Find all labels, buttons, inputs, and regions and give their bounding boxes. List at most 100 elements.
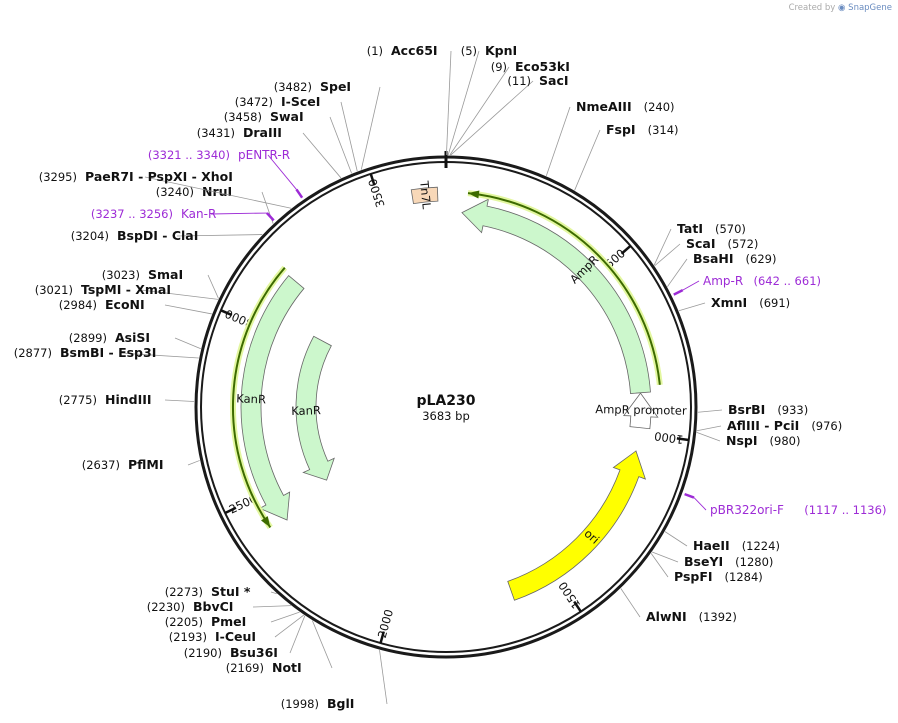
site-name: PspFI bbox=[674, 569, 713, 584]
site-leader bbox=[312, 620, 333, 669]
site-name-part: - XmaI bbox=[121, 282, 171, 297]
site-position: (2637) bbox=[82, 458, 120, 472]
site-name-part: BbvCI bbox=[193, 599, 233, 614]
site-leader bbox=[360, 86, 381, 170]
plasmid-backbone bbox=[194, 151, 698, 659]
site-name: PmeI bbox=[211, 614, 246, 629]
site-name-part: - PciI bbox=[760, 418, 799, 433]
site-name-part: HindIII bbox=[105, 392, 152, 407]
site-name-part: NspI bbox=[726, 433, 758, 448]
site-leader bbox=[653, 228, 672, 266]
site-leader bbox=[379, 650, 388, 705]
site-leader bbox=[164, 304, 212, 315]
feature-label: AmpR promoter bbox=[595, 402, 687, 418]
restriction-site-scai: ScaI(572) bbox=[654, 236, 758, 267]
site-leader bbox=[574, 129, 601, 191]
feature-label: KanR bbox=[236, 391, 266, 406]
primer-name: pENTR-R bbox=[238, 148, 290, 162]
site-name: Acc65I bbox=[391, 43, 438, 58]
restriction-site-noti: NotI(2169) bbox=[226, 620, 333, 675]
primer-mark bbox=[295, 188, 304, 199]
restriction-site-nmeaiii: NmeAIII(240) bbox=[545, 99, 675, 176]
restriction-site-bsu36i: Bsu36I(2190) bbox=[184, 615, 306, 660]
site-leader bbox=[696, 432, 721, 442]
site-name-part: DraIII bbox=[243, 125, 282, 140]
site-name: TatI bbox=[677, 221, 703, 236]
site-leader bbox=[678, 302, 706, 312]
site-leader bbox=[119, 352, 199, 359]
site-name: NmeAIII bbox=[576, 99, 632, 114]
site-name-part: BspDI bbox=[117, 228, 158, 243]
site-position: (11) bbox=[507, 74, 531, 88]
site-position: (2205) bbox=[165, 615, 203, 629]
restriction-site-bseyi: BseYI(1280) bbox=[651, 551, 773, 569]
site-name: BsrBI bbox=[728, 402, 765, 417]
primer-mark bbox=[673, 289, 684, 296]
site-position: (976) bbox=[811, 419, 842, 433]
restriction-site-pflmi: PflMI(2637) bbox=[82, 457, 200, 472]
site-name-part: NruI bbox=[202, 184, 232, 199]
site-name-part: Eco53kI bbox=[515, 59, 570, 74]
site-leader bbox=[207, 274, 219, 299]
site-name: BbvCI bbox=[193, 599, 233, 614]
restriction-sites: Acc65I(1)KpnI(5)Eco53kI(9)SacI(11)NmeAII… bbox=[14, 43, 843, 711]
primer-sites: pENTR-R(3321 .. 3340) Kan-R(3237 .. 3256)… bbox=[91, 148, 887, 517]
site-name-part: AflIII bbox=[727, 418, 760, 433]
feature-label: Tn7L bbox=[417, 179, 434, 210]
primer-mark bbox=[265, 212, 275, 222]
site-leader bbox=[651, 551, 679, 563]
tick-label: 3500 bbox=[365, 177, 387, 209]
site-name-part: - XhoI bbox=[187, 169, 233, 184]
restriction-site-bbvci: BbvCI(2230) bbox=[147, 599, 291, 614]
tick-label: 2000 bbox=[375, 608, 396, 640]
site-position: (1) bbox=[367, 44, 383, 58]
restriction-site-hindiii: HindIII(2775) bbox=[59, 392, 195, 407]
site-name: DraIII bbox=[243, 125, 282, 140]
site-name: Eco53kI bbox=[515, 59, 570, 74]
primer-leader bbox=[682, 280, 700, 291]
primer-leader bbox=[210, 212, 267, 215]
site-name-part: - ClaI bbox=[158, 228, 198, 243]
site-leader bbox=[654, 243, 681, 267]
site-position: (2899) bbox=[69, 331, 107, 345]
primer-range: (642 .. 661) bbox=[754, 274, 822, 288]
site-name: SwaI bbox=[270, 109, 304, 124]
restriction-site-tspmi: TspMI - XmaI(3021) bbox=[35, 282, 219, 300]
site-leader bbox=[270, 591, 277, 595]
site-leader bbox=[176, 234, 263, 237]
credit-brand: SnapGene bbox=[848, 3, 892, 13]
tick-label: 1500 bbox=[555, 579, 583, 611]
site-name-part: KpnI bbox=[485, 43, 517, 58]
site-name-part: HaeII bbox=[693, 538, 730, 553]
site-leader bbox=[446, 50, 452, 156]
primer-amp-r: Amp-R(642 .. 661) bbox=[673, 274, 822, 296]
site-name-part: BsmBI bbox=[60, 345, 104, 360]
site-position: (980) bbox=[770, 434, 801, 448]
primer-range: (1117 .. 1136) bbox=[804, 503, 886, 517]
site-position: (5) bbox=[461, 44, 477, 58]
restriction-site-haeii: HaeII(1224) bbox=[664, 531, 780, 553]
site-name-part: I-SceI bbox=[281, 94, 320, 109]
site-position: (691) bbox=[759, 296, 790, 310]
restriction-site-swai: SwaI(3458) bbox=[224, 109, 353, 174]
primer-pentr-r: pENTR-R(3321 .. 3340) bbox=[148, 148, 304, 199]
site-name: BsmBI - Esp3I bbox=[60, 345, 156, 360]
site-name-part: FspI bbox=[606, 122, 636, 137]
tick-mark bbox=[676, 437, 689, 442]
site-name-part: ScaI bbox=[686, 236, 716, 251]
restriction-site-smai: SmaI(3023) bbox=[102, 267, 219, 299]
site-position: (1392) bbox=[699, 610, 737, 624]
tick-mark bbox=[573, 600, 582, 613]
site-name-part: - Esp3I bbox=[104, 345, 156, 360]
site-name-part: BglI bbox=[327, 696, 354, 711]
site-name-part: AlwNI bbox=[646, 609, 687, 624]
feature-ori bbox=[507, 450, 647, 601]
site-leader bbox=[340, 101, 358, 172]
tick-label: 1000 bbox=[653, 429, 684, 447]
site-name: I-CeuI bbox=[215, 629, 256, 644]
primer-kan-r: Kan-R(3237 .. 3256) bbox=[91, 207, 275, 222]
site-name-part: - PspXI bbox=[134, 169, 188, 184]
site-name-part: PspFI bbox=[674, 569, 713, 584]
site-leader bbox=[447, 50, 480, 156]
site-position: (2273) bbox=[165, 585, 203, 599]
